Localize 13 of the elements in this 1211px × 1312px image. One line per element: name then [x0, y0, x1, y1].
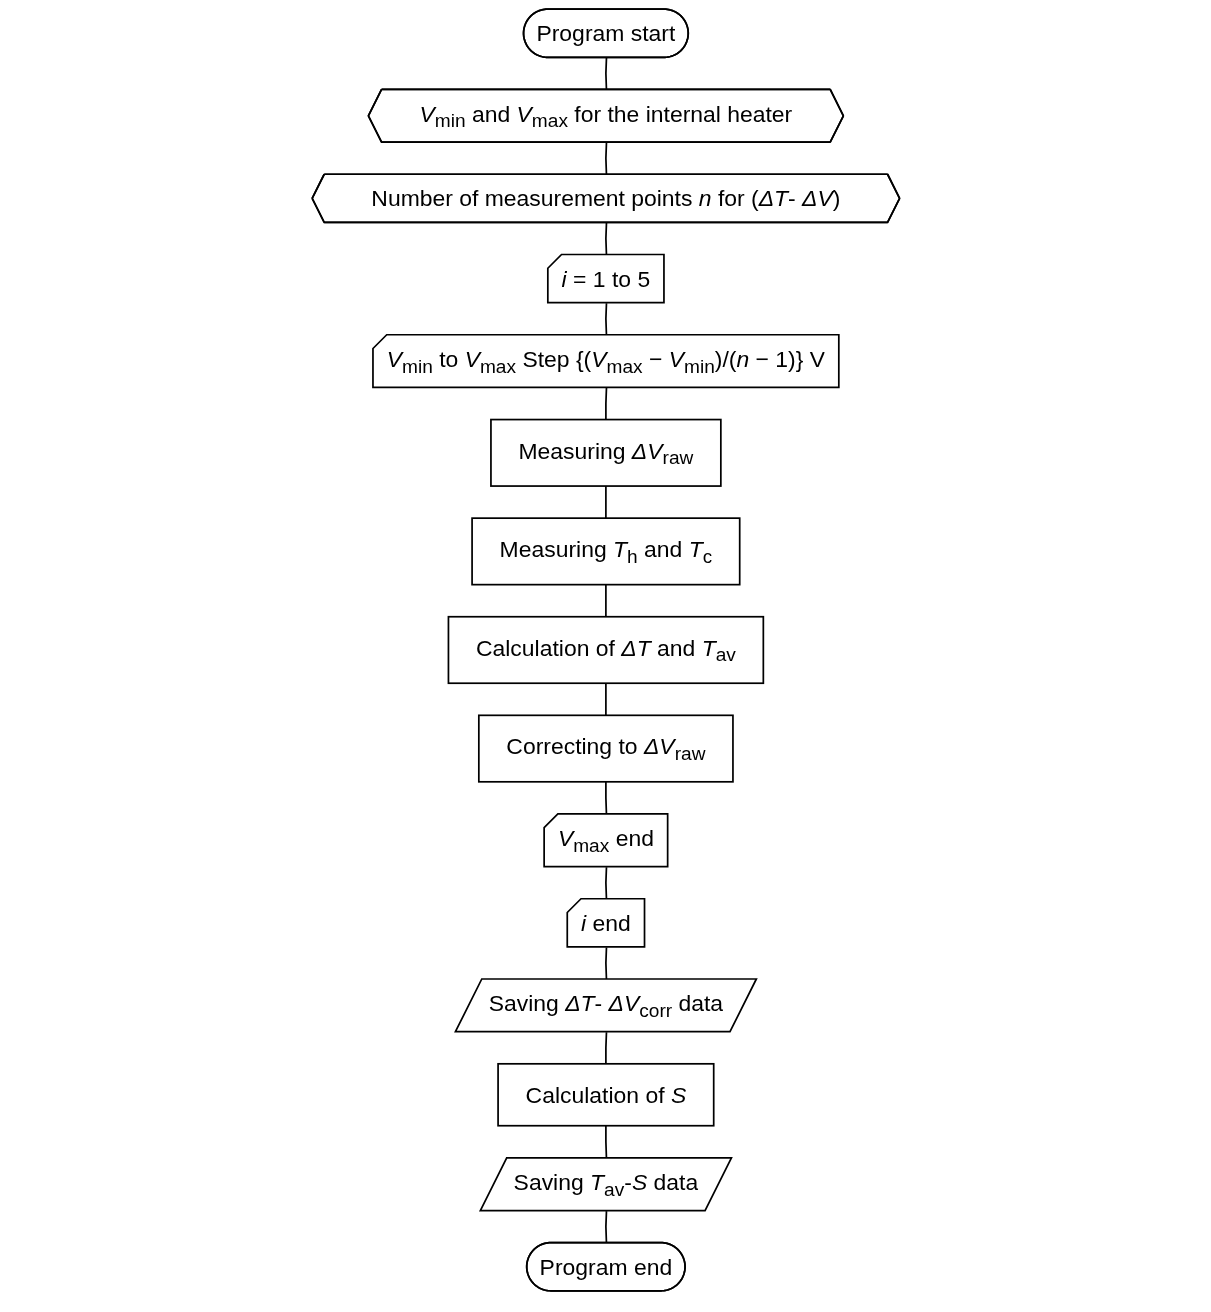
node-box: Calculation of ΔT and T$_{av}$	[447, 615, 764, 685]
connector	[604, 583, 607, 618]
node-box: Calculation of S	[496, 1062, 715, 1127]
node-box: Measuring T$_{h}$ and T$_{c}$	[470, 517, 741, 586]
node-box: Measuring ΔV$_{raw}$	[489, 418, 722, 487]
connector	[604, 1031, 607, 1065]
connector	[604, 141, 607, 176]
node-box: Correcting to ΔV$_{raw}$	[477, 714, 734, 783]
connector	[604, 387, 607, 421]
connector	[604, 485, 607, 519]
connector	[604, 682, 607, 717]
connector	[604, 57, 607, 91]
connector	[604, 222, 607, 256]
